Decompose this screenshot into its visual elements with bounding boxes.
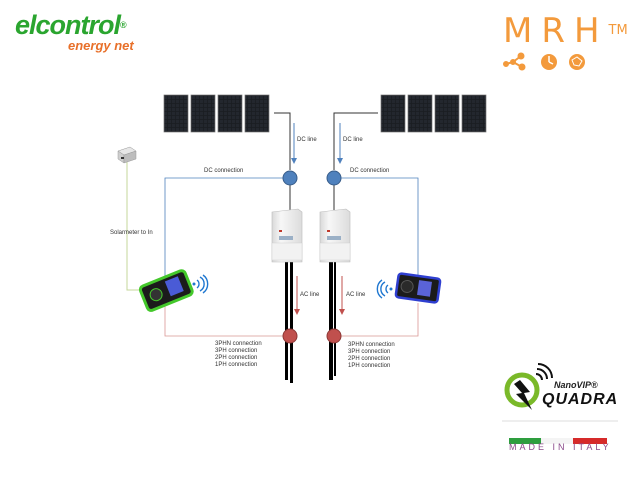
- solar-panel: [244, 94, 270, 133]
- solarmeter-label: Solarmeter to In: [110, 230, 153, 236]
- mrh-icons: [503, 52, 585, 71]
- elcontrol-brand: elcontrol: [15, 10, 121, 40]
- dc-node-right: [326, 170, 342, 186]
- inverter-right: [319, 208, 351, 263]
- dc-connection-line-right: [334, 177, 419, 278]
- solar-panel: [380, 94, 406, 133]
- solar-panel: [407, 94, 433, 133]
- connection-type: 2PH connection: [215, 355, 258, 361]
- brain-icon: [569, 54, 585, 70]
- ac-line-label-right: AC line: [346, 292, 366, 298]
- connection-type: 1PH connection: [348, 363, 391, 369]
- ac-cable-right: [329, 258, 336, 380]
- dc-connection-label-right: DC connection: [350, 168, 390, 174]
- solarmeter-line: [126, 162, 150, 291]
- solar-array-right: [380, 94, 487, 133]
- dc-feed-left: [274, 112, 291, 170]
- solar-panel: [217, 94, 243, 133]
- dc-connection-line-left: [164, 177, 290, 278]
- lightning-icon: [514, 380, 532, 410]
- connection-types-left: 3PHN connection 3PH connection 2PH conne…: [215, 341, 262, 369]
- dc-line-label-right: DC line: [343, 137, 363, 143]
- solar-array-left: [163, 94, 270, 133]
- ac-node-right: [326, 328, 342, 344]
- dc-connection-label-left: DC connection: [204, 168, 244, 174]
- ac-cable-left: [285, 258, 293, 383]
- quadra-ring: [504, 372, 540, 408]
- inverter-left: [271, 208, 303, 263]
- clock-icon: [541, 54, 557, 70]
- wireless-icon-left: [192, 274, 209, 294]
- solar-panel: [461, 94, 487, 133]
- dc-line-arrow-right: [337, 123, 343, 164]
- connection-type: 3PH connection: [215, 348, 258, 354]
- analyzer-blue: [394, 272, 442, 304]
- connection-types-right: 3PHN connection 3PH connection 2PH conne…: [348, 342, 395, 370]
- irradiance-sensor-icon: [117, 146, 137, 164]
- dc-line-label-left: DC line: [297, 137, 317, 143]
- connection-type: 1PH connection: [215, 362, 258, 368]
- solar-panel: [190, 94, 216, 133]
- made-in-italy: MADE IN ITALY: [509, 442, 612, 452]
- elcontrol-tagline: energy net: [68, 38, 134, 53]
- connection-type: 3PH connection: [348, 349, 391, 355]
- connection-type: 3PHN connection: [215, 341, 262, 347]
- connection-type: 3PHN connection: [348, 342, 395, 348]
- ac-line-arrow-left: [294, 276, 300, 315]
- ac-connection-line-left: [164, 298, 290, 337]
- quadra-text: QUADRA: [542, 391, 618, 408]
- signal-icon: [535, 363, 553, 381]
- solar-panel: [434, 94, 460, 133]
- solar-panel: [163, 94, 189, 133]
- analyzer-green: [138, 269, 194, 312]
- nanovip-quadra-logo: NanoVIP® QUADRA: [500, 362, 620, 445]
- wireless-icon-right: [376, 279, 393, 299]
- ac-connection-line-right: [334, 303, 419, 337]
- elcontrol-logo: elcontrol® energy net: [15, 10, 134, 53]
- ac-line-arrow-right: [339, 276, 345, 315]
- connection-type: 2PH connection: [348, 356, 391, 362]
- quadra-emblem: NanoVIP® QUADRA: [502, 363, 618, 422]
- nanovip-text: NanoVIP®: [554, 380, 598, 390]
- dc-feed-right: [333, 112, 378, 170]
- ac-node-left: [282, 328, 298, 344]
- dc-node-left: [282, 170, 298, 186]
- registered-mark: ®: [120, 20, 127, 30]
- italian-flag: [509, 438, 607, 444]
- mrh-brand: MRH: [503, 11, 609, 51]
- dc-line-arrow-left: [291, 123, 297, 164]
- network-icon: [503, 52, 526, 71]
- trademark-mark: TM: [608, 23, 628, 38]
- mrh-logo: MRHTM: [503, 14, 628, 72]
- ac-line-label-left: AC line: [300, 292, 320, 298]
